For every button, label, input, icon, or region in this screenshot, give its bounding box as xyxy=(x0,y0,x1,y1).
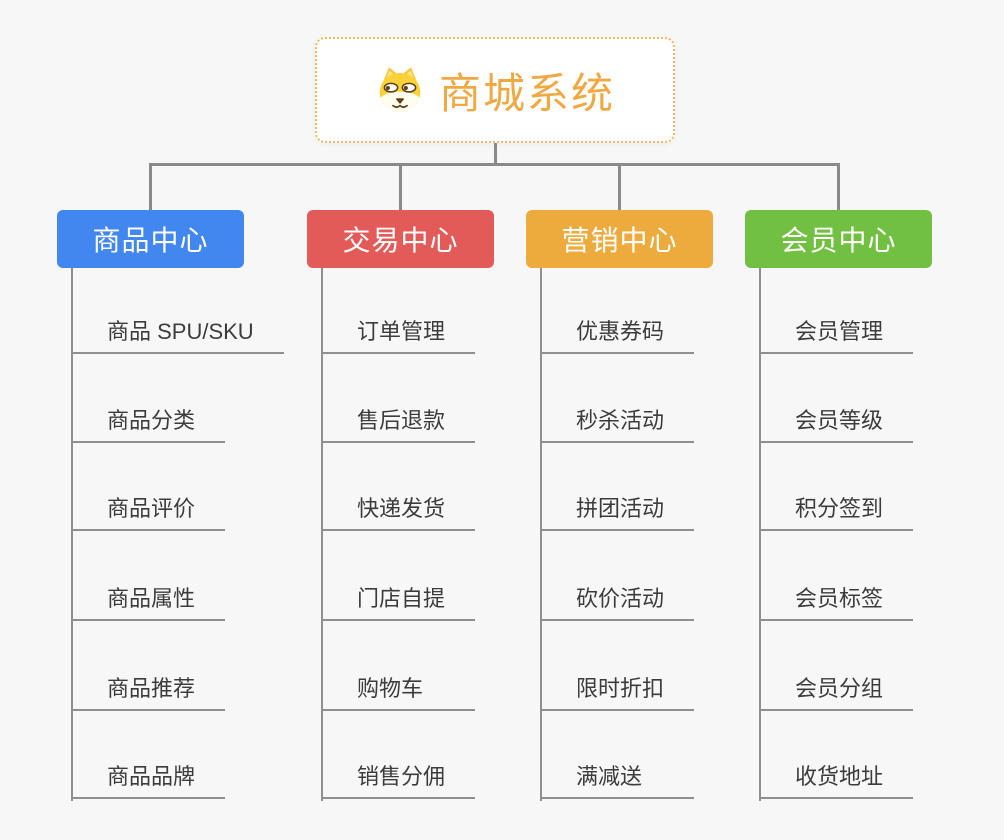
branch-label: 会员中心 xyxy=(780,225,897,256)
branch-stem-line xyxy=(399,163,402,212)
leaf-label: 会员等级 xyxy=(795,408,884,433)
leaf-node[interactable]: 限时折扣 xyxy=(541,675,695,711)
leaf-node[interactable]: 会员等级 xyxy=(760,407,914,443)
branch-rail-line xyxy=(71,268,73,801)
leaf-node[interactable]: 秒杀活动 xyxy=(541,407,695,443)
leaf-label: 积分签到 xyxy=(795,496,884,521)
leaf-node[interactable]: 会员分组 xyxy=(760,675,914,711)
branch-node[interactable]: 商品中心 xyxy=(57,210,244,268)
leaf-label: 销售分佣 xyxy=(357,764,446,789)
leaf-label: 优惠券码 xyxy=(576,319,665,344)
leaf-label: 会员分组 xyxy=(795,676,884,701)
leaf-node[interactable]: 订单管理 xyxy=(322,318,476,354)
branch-stem-line xyxy=(618,163,621,212)
leaf-node[interactable]: 商品推荐 xyxy=(72,675,226,711)
leaf-node[interactable]: 售后退款 xyxy=(322,407,476,443)
leaf-label: 订单管理 xyxy=(357,319,446,344)
leaf-node[interactable]: 商品属性 xyxy=(72,585,226,621)
branch-rail-line xyxy=(759,268,761,801)
branch-label: 交易中心 xyxy=(342,225,459,256)
leaf-label: 砍价活动 xyxy=(576,586,665,611)
leaf-label: 售后退款 xyxy=(357,408,446,433)
leaf-node[interactable]: 会员管理 xyxy=(760,318,914,354)
leaf-label: 收货地址 xyxy=(795,764,884,789)
leaf-label: 商品 SPU/SKU xyxy=(107,319,254,344)
leaf-node[interactable]: 快递发货 xyxy=(322,495,476,531)
leaf-label: 拼团活动 xyxy=(576,496,665,521)
leaf-node[interactable]: 商品评价 xyxy=(72,495,226,531)
leaf-node[interactable]: 购物车 xyxy=(322,675,475,711)
dog-face-icon xyxy=(379,67,421,112)
branch-stem-line xyxy=(837,163,840,212)
leaf-node[interactable]: 商品品牌 xyxy=(72,763,226,799)
branch-label: 营销中心 xyxy=(561,225,678,256)
root-title: 商城系统 xyxy=(438,69,615,117)
leaf-label: 商品分类 xyxy=(107,408,196,433)
leaf-node[interactable]: 收货地址 xyxy=(760,763,914,799)
leaf-label: 商品属性 xyxy=(107,586,196,611)
leaf-node[interactable]: 商品分类 xyxy=(72,407,226,443)
leaf-label: 满减送 xyxy=(576,764,643,789)
leaf-label: 门店自提 xyxy=(357,586,446,611)
leaf-node[interactable]: 销售分佣 xyxy=(322,763,476,799)
leaf-node[interactable]: 门店自提 xyxy=(322,585,476,621)
spine-line xyxy=(149,163,840,166)
leaf-node[interactable]: 砍价活动 xyxy=(541,585,695,621)
leaf-label: 快递发货 xyxy=(357,496,446,521)
leaf-node[interactable]: 会员标签 xyxy=(760,585,914,621)
branch-node[interactable]: 营销中心 xyxy=(526,210,713,268)
leaf-label: 商品推荐 xyxy=(107,676,196,701)
leaf-label: 购物车 xyxy=(357,676,424,701)
leaf-label: 秒杀活动 xyxy=(576,408,665,433)
branch-stem-line xyxy=(149,163,152,212)
root-stem-line xyxy=(493,143,497,166)
branch-node[interactable]: 会员中心 xyxy=(745,210,932,268)
leaf-node[interactable]: 优惠券码 xyxy=(541,318,695,354)
root-node[interactable]: 商城系统 xyxy=(315,37,675,143)
branch-node[interactable]: 交易中心 xyxy=(307,210,494,268)
leaf-label: 商品评价 xyxy=(107,496,196,521)
branch-rail-line xyxy=(540,268,542,801)
leaf-node[interactable]: 拼团活动 xyxy=(541,495,695,531)
leaf-node[interactable]: 积分签到 xyxy=(760,495,914,531)
leaf-label: 商品品牌 xyxy=(107,764,196,789)
leaf-label: 限时折扣 xyxy=(576,676,665,701)
branch-label: 商品中心 xyxy=(92,225,209,256)
leaf-label: 会员管理 xyxy=(795,319,884,344)
leaf-node[interactable]: 满减送 xyxy=(541,763,694,799)
leaf-node[interactable]: 商品 SPU/SKU xyxy=(72,318,284,354)
branch-rail-line xyxy=(321,268,323,801)
leaf-label: 会员标签 xyxy=(795,586,884,611)
